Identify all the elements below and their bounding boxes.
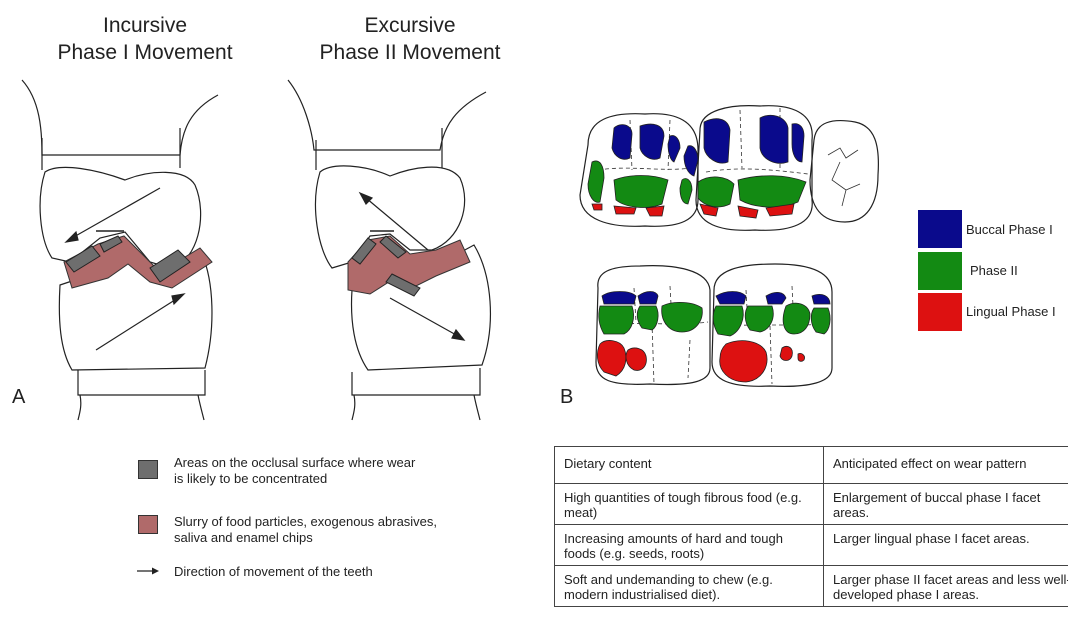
- lower-lingual-facet-3: [720, 341, 767, 382]
- lower-buccal-facet-3: [716, 292, 746, 305]
- table-cell: High quantities of tough fibrous food (e…: [555, 484, 824, 525]
- upper-phase2-facet-4: [698, 177, 734, 207]
- key-text-slurry: Slurry of food particles, exogenous abra…: [174, 514, 437, 546]
- key-text-wear-line2: is likely to be concentrated: [174, 471, 415, 487]
- legend-swatch-lingual: [918, 293, 962, 331]
- upper-buccal-facet-5: [704, 119, 730, 163]
- lower-phase2-facet-7: [811, 308, 830, 334]
- table-header-cell: Anticipated effect on wear pattern: [824, 447, 1068, 484]
- occlusal-view-drawing: [570, 100, 890, 400]
- key-text-slurry-line2: saliva and enamel chips: [174, 530, 437, 546]
- lower-phase2-facet-4: [713, 306, 743, 336]
- table-cell: Larger phase II facet areas and less wel…: [824, 566, 1068, 607]
- table-row: Soft and undemanding to chew (e.g. moder…: [555, 566, 1068, 607]
- table-header-cell: Dietary content: [555, 447, 824, 484]
- lower-phase2-facet-5: [745, 306, 773, 332]
- excursive-teeth-drawing: [260, 0, 520, 420]
- lower-phase2-facet-6: [783, 303, 810, 334]
- key-swatch-wear: [138, 460, 158, 479]
- key-text-slurry-line1: Slurry of food particles, exogenous abra…: [174, 514, 437, 530]
- upper-buccal-facet-6: [760, 115, 788, 163]
- incursive-upper-neck: [42, 128, 180, 170]
- lower-buccal-facet-5: [812, 294, 830, 304]
- upper-buccal-facet-1: [612, 125, 632, 160]
- legend-swatch-buccal: [918, 210, 962, 248]
- table-cell: Enlargement of buccal phase I facet area…: [824, 484, 1068, 525]
- lower-lingual-facet-5: [798, 353, 805, 361]
- table-cell: Increasing amounts of hard and tough foo…: [555, 525, 824, 566]
- upper-tooth-3-outline: [810, 121, 878, 222]
- upper-lingual-facet-2: [614, 206, 636, 214]
- lower-buccal-facet-4: [766, 292, 786, 304]
- excursive-upper-root: [288, 80, 486, 150]
- lower-buccal-facet-1: [602, 292, 636, 305]
- upper-lingual-facet-3: [646, 206, 664, 216]
- diet-wear-table: Dietary content Anticipated effect on we…: [554, 446, 1068, 607]
- key-text-wear-line1: Areas on the occlusal surface where wear: [174, 455, 415, 471]
- table-row: Increasing amounts of hard and tough foo…: [555, 525, 1068, 566]
- upper-phase2-facet-3: [680, 178, 692, 204]
- upper-buccal-facet-7: [792, 124, 804, 162]
- incursive-lower-root: [78, 370, 205, 420]
- lower-buccal-facet-2: [638, 292, 658, 305]
- upper-buccal-facet-4: [684, 146, 698, 176]
- legend-swatch-phase2: [918, 252, 962, 290]
- legend-label-phase2: Phase II: [970, 263, 1018, 278]
- key-text-direction: Direction of movement of the teeth: [174, 564, 373, 580]
- key-swatch-slurry: [138, 515, 158, 534]
- table-row: High quantities of tough fibrous food (e…: [555, 484, 1068, 525]
- incursive-upper-root: [22, 80, 218, 155]
- lower-phase2-facet-3: [662, 302, 703, 332]
- upper-buccal-facet-3: [668, 136, 680, 162]
- lower-lingual-facet-2: [626, 348, 646, 370]
- upper-phase2-facet-5: [738, 176, 806, 207]
- key-arrow-icon: [137, 566, 161, 576]
- upper-phase2-facet-1: [588, 161, 604, 202]
- lower-lingual-facet-1: [597, 341, 626, 376]
- table-header-row: Dietary content Anticipated effect on we…: [555, 447, 1068, 484]
- table-cell: Soft and undemanding to chew (e.g. moder…: [555, 566, 824, 607]
- lower-phase2-facet-1: [599, 306, 634, 334]
- key-text-wear: Areas on the occlusal surface where wear…: [174, 455, 415, 487]
- legend-label-buccal: Buccal Phase I: [966, 222, 1053, 237]
- upper-phase2-facet-2: [614, 176, 668, 208]
- excursive-upper-neck: [316, 128, 442, 170]
- panel-a-label: A: [12, 386, 25, 409]
- upper-lingual-facet-5: [738, 206, 758, 218]
- excursive-lower-root: [352, 368, 480, 420]
- incursive-teeth-drawing: [0, 0, 260, 420]
- lower-lingual-facet-4: [780, 346, 792, 360]
- panel-b-label: B: [560, 386, 573, 409]
- table-cell: Larger lingual phase I facet areas.: [824, 525, 1068, 566]
- legend-label-lingual: Lingual Phase I: [966, 304, 1056, 319]
- upper-buccal-facet-2: [640, 124, 664, 159]
- lower-phase2-facet-2: [637, 306, 658, 330]
- upper-lingual-facet-1: [592, 204, 602, 210]
